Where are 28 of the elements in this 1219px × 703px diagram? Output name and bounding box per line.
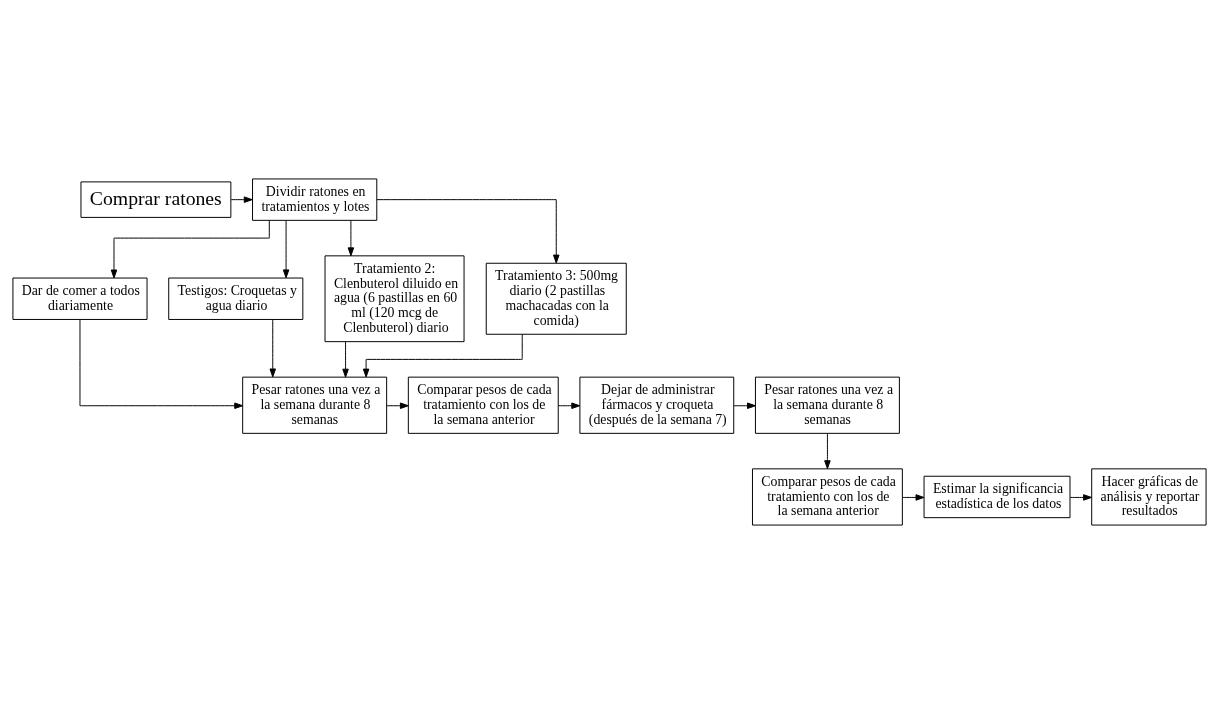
node-box: Comprar ratones [80, 180, 232, 218]
node-box: Comparar pesos de cada tratamiento con los de la semana anterior [752, 467, 903, 526]
arrow [110, 219, 270, 278]
node-box: Estimar la significancia estadística de los datos [923, 475, 1071, 518]
node-box: Dejar de administrar fármacos y croqueta (después de la semana 7) [579, 376, 735, 434]
arrow [79, 318, 244, 409]
node-box: Tratamiento 3: 500mg diario (2 pastillas machacadas con la comida) [485, 262, 627, 335]
node-box: Dar de comer a todos diariamente [12, 277, 148, 320]
arrow [347, 219, 355, 256]
arrow [342, 340, 349, 378]
arrow [269, 318, 276, 377]
arrow [376, 198, 560, 263]
node-box: Pesar ratones una vez a la semana durante 8 semanas [754, 376, 900, 434]
node-box: Hacer gráficas de análisis y reportar resultados [1091, 467, 1207, 526]
arrow [230, 195, 253, 203]
arrow [386, 402, 409, 409]
node-box: Testigos: Croquetas y agua diario [168, 277, 304, 320]
arrow [902, 493, 925, 501]
node-box: Tratamiento 2: Clenbuterol diluido en agua (6 pastillas en 60 ml (120 mcg de Clenbuterol) diario [324, 254, 465, 342]
arrow [282, 219, 290, 278]
arrow [733, 402, 756, 409]
node-box: Dividir ratones en tratamientos y lotes [252, 177, 378, 221]
node-box: Pesar ratones una vez a la semana durante 8 semanas [242, 376, 388, 434]
arrow [1069, 493, 1092, 501]
arrow [362, 333, 523, 377]
node-box: Comparar pesos de cada tratamiento con los de la semana anterior [407, 376, 559, 434]
arrow [557, 402, 581, 409]
arrow [824, 432, 831, 469]
